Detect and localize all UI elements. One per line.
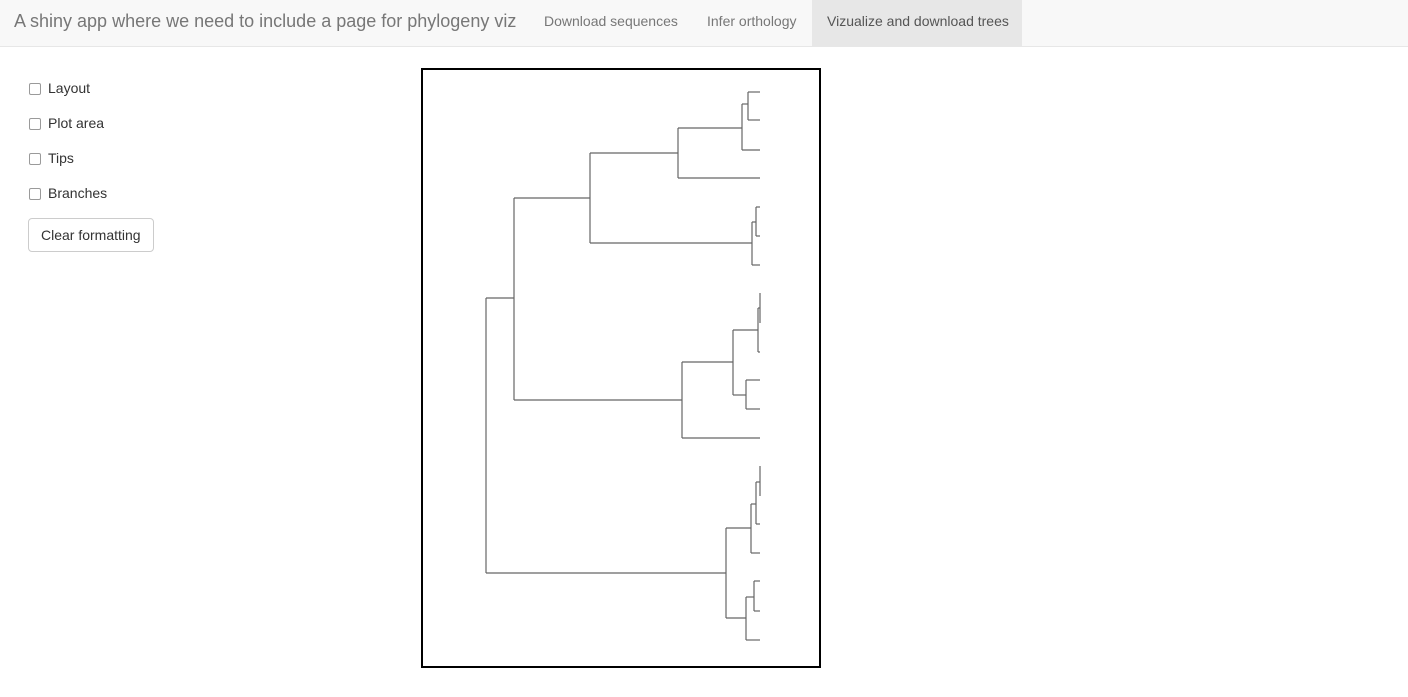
branches-checkbox-row[interactable]: Branches: [28, 181, 328, 216]
layout-checkbox-row[interactable]: Layout: [28, 76, 328, 111]
phylogeny-tree-plot: [421, 68, 821, 668]
layout-checkbox-label[interactable]: Layout: [48, 80, 91, 96]
plot-area-checkbox[interactable]: [29, 118, 41, 130]
layout-checkbox[interactable]: [29, 83, 41, 95]
branches-checkbox-label[interactable]: Branches: [48, 185, 108, 201]
tab-vizualize-and-download-trees[interactable]: Vizualize and download trees: [812, 0, 1022, 46]
branches-checkbox[interactable]: [29, 188, 41, 200]
tips-checkbox-label[interactable]: Tips: [48, 150, 74, 166]
sidebar-panel: Layout Plot area Tips Branches Clear for…: [28, 76, 328, 252]
tab-download-sequences[interactable]: Download sequences: [544, 13, 678, 29]
tips-checkbox[interactable]: [29, 153, 41, 165]
plot-area-checkbox-label[interactable]: Plot area: [48, 115, 105, 131]
tab-infer-orthology[interactable]: Infer orthology: [707, 13, 797, 29]
app-title: A shiny app where we need to include a p…: [14, 11, 517, 31]
clear-formatting-button[interactable]: Clear formatting: [28, 218, 154, 252]
plot-area-checkbox-row[interactable]: Plot area: [28, 111, 328, 146]
navbar: A shiny app where we need to include a p…: [0, 0, 1408, 47]
phylogeny-tree-svg: [485, 91, 761, 641]
tips-checkbox-row[interactable]: Tips: [28, 146, 328, 181]
